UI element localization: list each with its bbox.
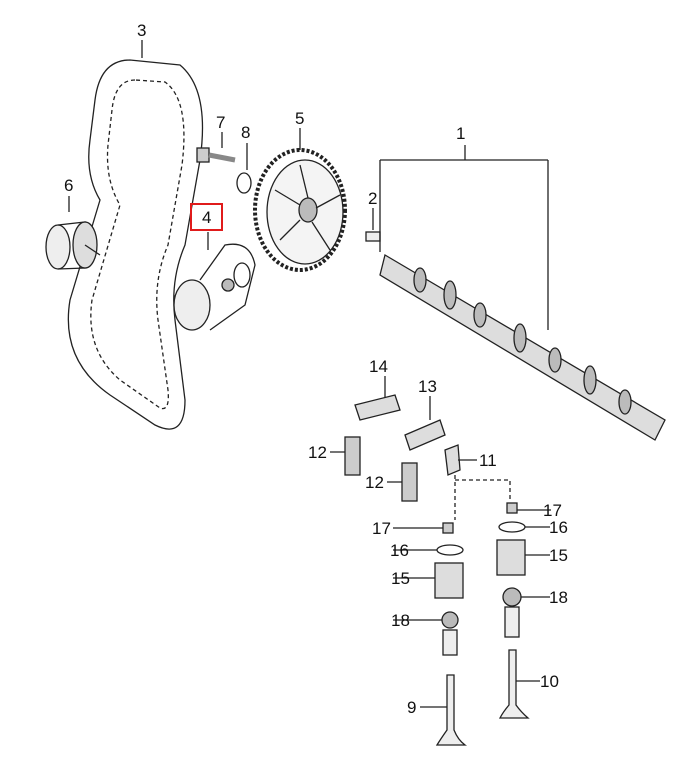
- callout-16b: 16: [549, 518, 568, 537]
- callout-1-bracket: [379, 145, 549, 330]
- callout-15a: 15: [391, 569, 410, 588]
- idler-pulley: [45, 221, 101, 270]
- bolt: [196, 147, 236, 163]
- callout-9: 9: [407, 698, 417, 717]
- washer: [236, 172, 252, 194]
- callout-1: 1: [456, 124, 466, 143]
- camshaft-sprocket: [253, 148, 347, 272]
- callout-10: 10: [540, 672, 559, 691]
- callout-17a: 17: [372, 519, 391, 538]
- camshaft: [379, 253, 666, 441]
- callout-7: 7: [216, 113, 226, 132]
- callout-4: 4: [202, 208, 212, 227]
- highlight-box: [190, 203, 223, 231]
- callout-8: 8: [241, 123, 251, 142]
- callout-14: 14: [369, 357, 388, 376]
- rocker-arm-13: [404, 419, 446, 451]
- dowel-pin: [365, 231, 381, 242]
- rocker-arm-14: [354, 394, 401, 421]
- exhaust-valve-assembly: [496, 502, 530, 719]
- callout-6: 6: [64, 176, 74, 195]
- callout-2: 2: [368, 189, 378, 208]
- callout-18a: 18: [391, 611, 410, 630]
- lash-adjuster-b: [401, 462, 418, 502]
- callout-18b: 18: [549, 588, 568, 607]
- callout-5: 5: [295, 109, 305, 128]
- callout-15b: 15: [549, 546, 568, 565]
- dashed-guide-line: [454, 475, 511, 520]
- callout-12b: 12: [365, 473, 384, 492]
- leader-lines: [68, 40, 551, 708]
- rocker-arm-11: [444, 444, 461, 476]
- callout-16a: 16: [390, 541, 409, 560]
- callout-13: 13: [418, 377, 437, 396]
- callout-17b: 17: [543, 501, 562, 520]
- lash-adjuster-a: [344, 436, 361, 476]
- callout-3: 3: [137, 21, 147, 40]
- belt-tensioner: [173, 243, 256, 331]
- callout-12a: 12: [308, 443, 327, 462]
- callout-11: 11: [479, 451, 497, 470]
- timing-belt-inner: [90, 79, 185, 410]
- intake-valve-assembly: [434, 522, 468, 746]
